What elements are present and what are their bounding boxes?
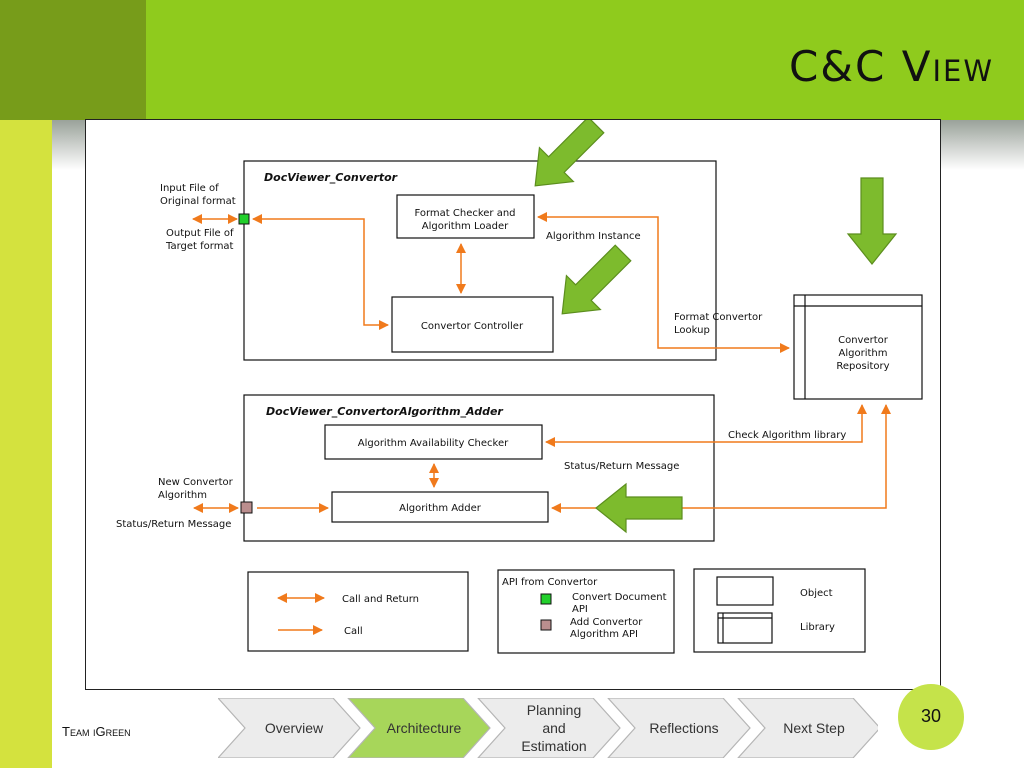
check-algorithm-library-label: Check Algorithm library xyxy=(728,430,846,441)
input-file-label-2: Original format xyxy=(160,196,236,207)
legend-convert-api-label-2: API xyxy=(572,604,588,615)
nav-step-reflections[interactable]: Reflections xyxy=(649,720,719,736)
legend-call-return-label: Call and Return xyxy=(342,594,419,605)
highlight-arrow-format-checker xyxy=(534,120,605,187)
legend-api-box xyxy=(497,569,675,654)
legend-connectors-box xyxy=(247,571,469,652)
loader-repository-connector xyxy=(537,212,790,353)
left-accent-strip xyxy=(0,120,52,768)
docviewer-convertor-title: DocViewer_Convertor xyxy=(264,171,398,184)
format-convertor-lookup-label-2: Lookup xyxy=(674,325,710,336)
cc-view-diagram: DocViewer_Convertor Format Checker and A… xyxy=(85,119,941,690)
new-convertor-label-2: Algorithm xyxy=(158,490,207,501)
algorithm-adder-box xyxy=(331,491,549,523)
page-number-badge: 30 xyxy=(898,684,964,750)
section-navigation: Overview Architecture Planning and Estim… xyxy=(218,698,878,758)
legend-add-api-label-2: Algorithm API xyxy=(570,629,638,640)
input-file-label-1: Input File of xyxy=(160,183,219,194)
add-convertor-algorithm-api-port xyxy=(240,501,253,514)
format-checker-box xyxy=(396,194,535,239)
legend-add-api-swatch xyxy=(540,619,552,631)
format-checker-label-2: Algorithm Loader xyxy=(422,221,509,232)
team-name: Team iGreen xyxy=(62,724,131,739)
legend-convert-api-label-1: Convert Document xyxy=(572,592,667,603)
algorithm-instance-label: Algorithm Instance xyxy=(546,231,641,242)
new-convertor-label-1: New Convertor xyxy=(158,477,234,488)
nav-step-next-step[interactable]: Next Step xyxy=(783,720,845,736)
legend-add-api-label-1: Add Convertor xyxy=(570,617,643,628)
convertor-controller-box xyxy=(391,296,554,353)
legend-convert-api-swatch xyxy=(540,593,552,605)
slide-title: C&C View xyxy=(788,42,994,91)
legend-object-shape xyxy=(716,576,774,606)
algorithm-availability-checker-label: Algorithm Availability Checker xyxy=(358,438,509,449)
status-return-right-label: Status/Return Message xyxy=(564,461,679,472)
algorithm-availability-checker-box xyxy=(324,424,543,460)
nav-step-overview[interactable]: Overview xyxy=(264,720,324,736)
nav-step-architecture[interactable]: Architecture xyxy=(386,720,462,736)
repository-label-1: Convertor xyxy=(838,335,889,346)
adder-repository-connector xyxy=(551,404,891,513)
nav-step-next-shape[interactable] xyxy=(737,698,878,758)
output-file-label-1: Output File of xyxy=(166,228,234,239)
convertor-algorithm-repository xyxy=(793,294,923,400)
format-checker-label-1: Format Checker and xyxy=(414,208,515,219)
nav-step-overview-shape[interactable] xyxy=(218,698,361,758)
legend-object-label: Object xyxy=(800,588,833,599)
output-file-label-2: Target format xyxy=(165,241,234,252)
highlight-arrow-convertor-controller xyxy=(561,244,632,315)
nav-step-planning-shape[interactable] xyxy=(477,698,621,758)
legend-library-label: Library xyxy=(800,622,835,633)
algorithm-adder-component-title: DocViewer_ConvertorAlgorithm_Adder xyxy=(266,405,503,418)
nav-step-architecture-shape[interactable] xyxy=(347,698,491,758)
nav-chevrons xyxy=(218,698,878,758)
legend-call-label: Call xyxy=(344,626,363,637)
convertor-controller-label: Convertor Controller xyxy=(421,321,524,332)
highlight-arrow-repository xyxy=(846,177,898,265)
algorithm-adder-label: Algorithm Adder xyxy=(399,503,482,514)
convert-document-api-port xyxy=(238,213,250,225)
page-number: 30 xyxy=(920,706,942,726)
legend-api-title: API from Convertor xyxy=(502,577,598,588)
highlight-arrow-algorithm-adder xyxy=(595,482,683,534)
status-return-left-label: Status/Return Message xyxy=(116,519,231,530)
format-convertor-lookup-label-1: Format Convertor xyxy=(674,312,763,323)
port-controller-connector xyxy=(252,214,389,330)
repository-label-3: Repository xyxy=(836,361,889,372)
header-corner-block xyxy=(0,0,146,120)
repository-label-2: Algorithm xyxy=(839,348,888,359)
nav-step-planning-estimation[interactable]: Planning and Estimation xyxy=(521,702,587,754)
header-bar xyxy=(0,0,1024,120)
nav-step-reflections-shape[interactable] xyxy=(607,698,751,758)
diagram-canvas: DocViewer_Convertor Format Checker and A… xyxy=(116,120,923,654)
